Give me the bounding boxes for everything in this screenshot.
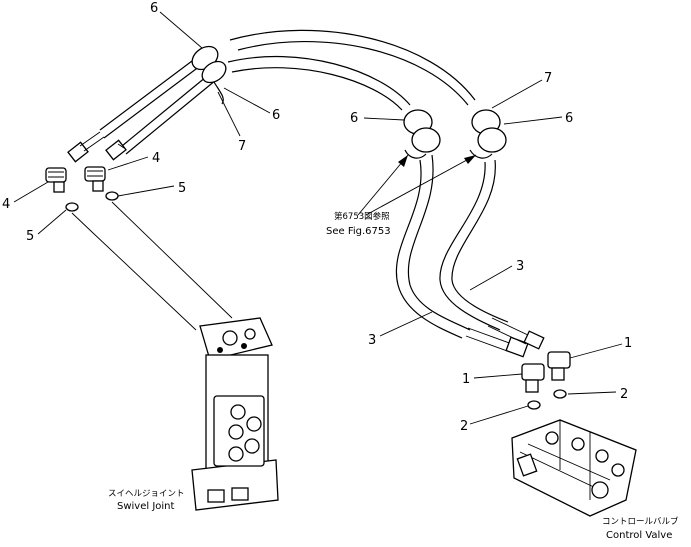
elbow-fitting-right-a — [521, 363, 545, 393]
callout-3-left: 3 — [368, 333, 376, 348]
callout-6-mid: 6 — [272, 108, 280, 123]
hose-3-left — [395, 154, 471, 339]
elbow-fitting-left-a — [45, 167, 67, 193]
leader-lines — [13, 11, 623, 425]
callout-4-left: 4 — [2, 197, 10, 212]
control-valve-label-jp: コントロールバルブ — [602, 516, 679, 527]
elbow-fitting-right-b — [547, 351, 571, 381]
o-ring-left-b — [105, 191, 119, 201]
swivel-joint-label-en: Swivel Joint — [117, 501, 175, 512]
callout-7-left: 7 — [238, 139, 246, 154]
reference-arrows — [357, 154, 477, 216]
o-ring-left-a — [65, 202, 79, 212]
swivel-joint — [191, 317, 279, 511]
o-ring-right-b — [553, 389, 567, 399]
callout-7-clamp-right: 7 — [544, 71, 552, 86]
callout-6-top: 6 — [150, 1, 158, 16]
callout-5-right: 5 — [178, 181, 186, 196]
hose-end-fitting-right — [105, 139, 127, 161]
control-valve-label-en: Control Valve — [606, 530, 672, 541]
hose-long-lower — [227, 55, 411, 111]
callout-2-left: 2 — [460, 419, 468, 434]
callout-1-right: 1 — [624, 336, 632, 351]
reference-label-jp: 第6753図参照 — [334, 211, 390, 222]
hose-end-fitting-left — [67, 131, 105, 163]
callout-6-clamp-left: 6 — [350, 111, 358, 126]
o-ring-right-a — [527, 400, 541, 410]
guide-line-right — [111, 201, 233, 319]
callout-1-left: 1 — [462, 372, 470, 387]
control-valve — [511, 419, 637, 517]
reference-label-en: See Fig.6753 — [326, 226, 391, 237]
callout-6-clamp-right: 6 — [565, 111, 573, 126]
callout-5-left: 5 — [26, 229, 34, 244]
guide-line-left — [71, 212, 197, 331]
hose-end-lower-a — [465, 327, 529, 358]
clamp-upper-left — [191, 45, 227, 105]
clamp-right — [469, 109, 507, 159]
hose-end-lower-b — [487, 317, 545, 350]
hose-pair-left — [99, 54, 217, 155]
callout-2-right: 2 — [620, 387, 628, 402]
swivel-joint-label-jp: スイヘルジョイント — [108, 489, 185, 499]
hose-long-upper — [229, 29, 476, 106]
clamp-center — [403, 109, 441, 159]
hose-3-right — [439, 159, 509, 331]
callout-4-right: 4 — [152, 151, 160, 166]
elbow-fitting-left-b — [84, 166, 106, 192]
callout-3-right: 3 — [516, 259, 524, 274]
